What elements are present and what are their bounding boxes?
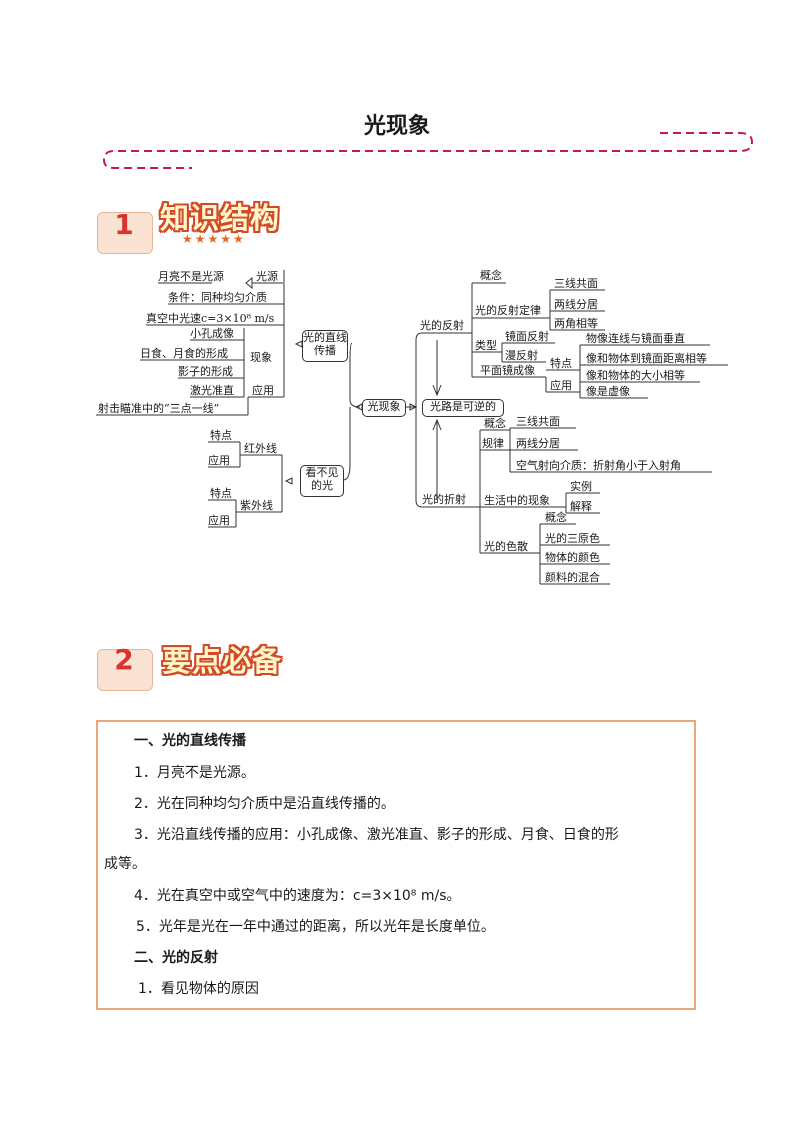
mm-item: 概念 [484,417,506,430]
mm-item: 类型 [475,339,497,352]
mm-item: 漫反射 [505,349,538,362]
mm-item: 应用 [208,454,230,467]
mm-item: 应用 [550,379,572,392]
mm-item: 激光准直 [190,384,234,397]
mm-item: 三线共面 [516,415,560,428]
mind-map: 月亮不是光源 光源 条件：同种均匀介质 真空中光速c=3×10⁸ m/s 小孔成… [96,269,728,585]
mm-item: 规律 [482,437,504,450]
mm-item: 射击瞄准中的“三点一线” [98,402,220,415]
mm-item: 概念 [545,511,567,524]
mm-item: 现象 [250,351,272,364]
mm-item: 物像连线与镜面垂直 [586,332,685,345]
mm-node-dispersion: 光的色散 [484,540,528,553]
kp-heading: 二、光的反射 [134,950,218,966]
mm-item: 空气射向介质：折射角小于入射角 [516,459,681,472]
kp-line: 2．光在同种均匀介质中是沿直线传播的。 [134,796,395,812]
mm-item: 月亮不是光源 [158,270,224,283]
key-points-box: 一、光的直线传播 1．月亮不是光源。 2．光在同种均匀介质中是沿直线传播的。 3… [96,720,696,1010]
mm-item: 应用 [252,384,274,397]
kp-heading: 一、光的直线传播 [134,733,246,749]
section-title: 知识结构 [160,201,281,235]
mm-item: 应用 [208,514,230,527]
section-number: 2 [114,643,134,676]
mm-item: 平面镜成像 [480,364,535,377]
mm-item: 两线分居 [554,298,598,311]
kp-line: 4．光在真空中或空气中的速度为：c=3×10⁸ m/s。 [134,888,461,904]
kp-line: 成等。 [104,856,146,872]
kp-line: 3．光沿直线传播的应用：小孔成像、激光准直、影子的形成、月食、日食的形 [134,827,619,843]
mind-map-lines [96,270,728,585]
kp-line: 1．看见物体的原因 [138,981,259,997]
mm-item: 物体的颜色 [545,551,600,564]
mm-item: 实例 [570,480,592,493]
mm-item: 光的反射定律 [475,304,541,317]
mm-node-straight: 光的直线传播 [302,330,348,362]
kp-line: 1．月亮不是光源。 [134,765,255,781]
mm-item: 两线分居 [516,437,560,450]
star-rating-icon: ★★★★★ [182,232,246,246]
mm-item: 像是虚像 [586,385,630,398]
mm-item: 日食、月食的形成 [140,347,228,360]
mm-item: 像和物体到镜面距离相等 [586,352,707,365]
mm-item: 三线共面 [554,277,598,290]
mm-item: 概念 [480,269,502,282]
mm-item: 真空中光速c=3×10⁸ m/s [146,312,275,325]
mm-item: 两角相等 [554,317,598,330]
mm-item: 紫外线 [240,499,273,512]
page-title: 光现象 [363,114,430,139]
mm-item: 小孔成像 [190,327,234,340]
mm-item: 特点 [550,357,572,370]
mm-node-invisible: 看不见的光 [300,465,344,497]
mm-node-reversible: 光路是可逆的 [422,399,504,417]
mm-item: 像和物体的大小相等 [586,369,685,382]
mm-item: 光源 [256,270,278,283]
mm-item: 光的三原色 [545,532,600,545]
section-badge [97,649,153,691]
mm-item: 条件：同种均匀介质 [168,291,267,304]
section-number: 1 [114,208,134,241]
mm-item: 红外线 [244,442,277,455]
title-banner-decoration [102,132,754,169]
mm-item: 颜料的混合 [545,571,600,584]
mm-item: 解释 [570,500,592,513]
section-title: 要点必备 [162,644,283,678]
mm-item: 镜面反射 [505,330,549,343]
mm-item: 影子的形成 [178,365,233,378]
mm-node-reflection: 光的反射 [420,319,464,332]
section-badge [97,212,153,254]
mm-center-node: 光现象 [362,399,406,417]
mm-item: 特点 [210,487,232,500]
mm-node-refraction: 光的折射 [422,493,466,506]
kp-line: 5．光年是光在一年中通过的距离，所以光年是长度单位。 [136,919,495,935]
mm-item: 生活中的现象 [484,494,550,507]
mm-item: 特点 [210,429,232,442]
